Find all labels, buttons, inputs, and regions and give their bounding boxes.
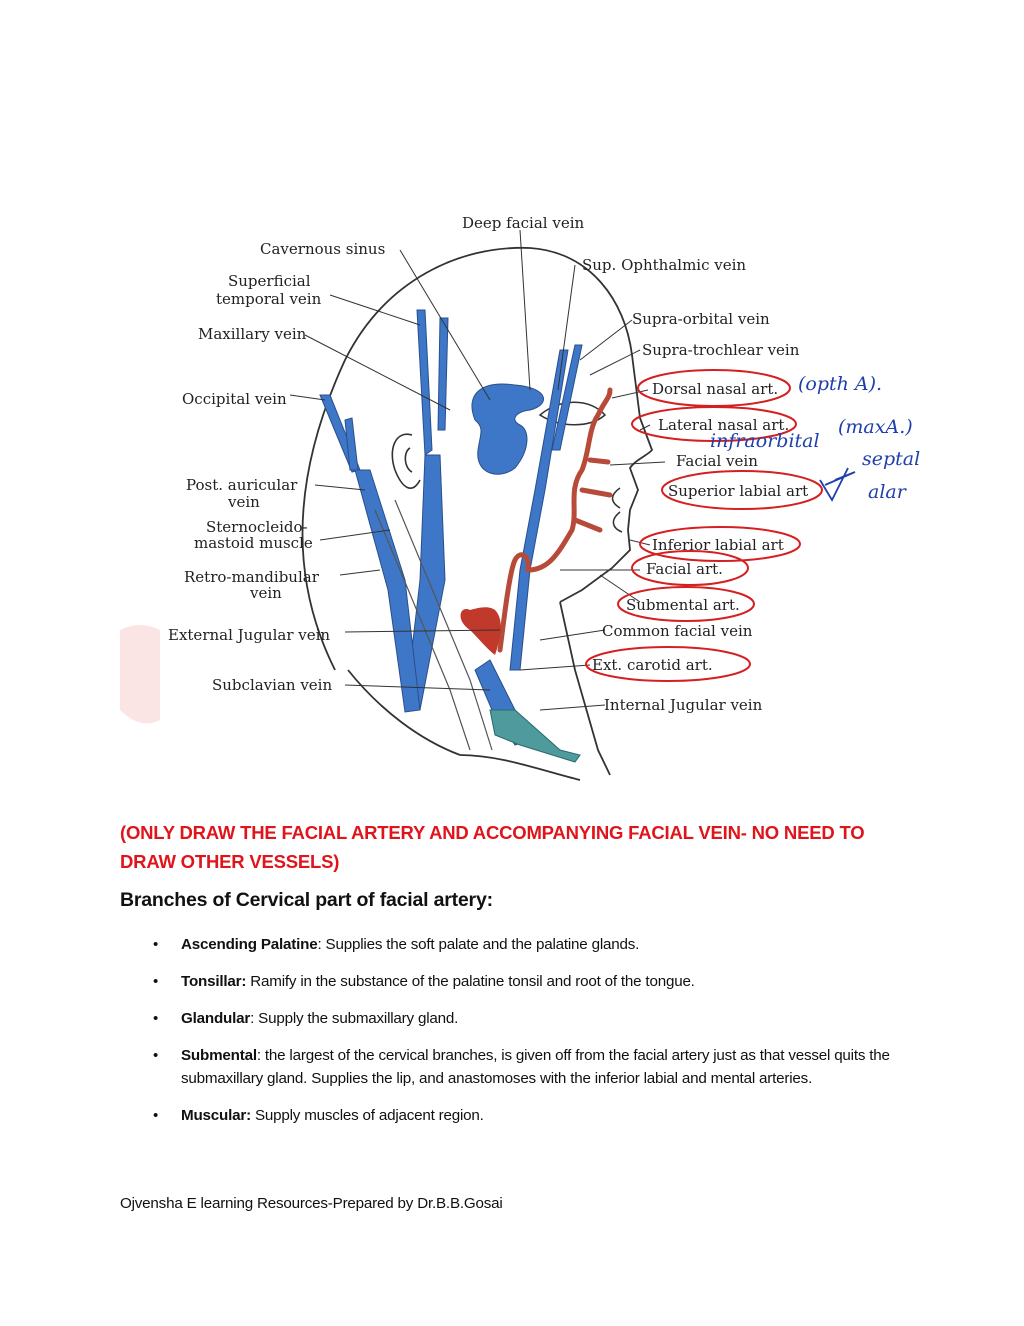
heart-artery-shape [460, 607, 501, 655]
branch-term: Tonsillar: [181, 973, 247, 990]
bullet-icon: • [153, 1107, 159, 1124]
label-facial-art: Facial art. [646, 560, 723, 578]
arteries [497, 387, 613, 653]
branch-separator: : [317, 936, 322, 953]
sternocleidomastoid-band [374, 499, 493, 751]
label-external-jugular-vein: External Jugular vein [168, 626, 330, 644]
branch-term: Ascending Palatine [181, 936, 318, 953]
label-supra-trochlear-vein: Supra-trochlear vein [642, 341, 800, 359]
label-occipital-vein: Occipital vein [182, 390, 287, 408]
page-footer: Ojvensha E learning Resources-Prepared b… [120, 1195, 503, 1212]
label-inferior-labial-art: Inferior labial art [652, 536, 784, 554]
circle-ext-carotid [585, 646, 751, 682]
circle-facial-art [631, 550, 749, 586]
label-supra-orbital-vein: Supra-orbital vein [632, 310, 770, 328]
leader-lines [289, 229, 666, 711]
label-common-facial-vein: Common facial vein [602, 622, 753, 640]
label-deep-facial-vein: Deep facial vein [462, 214, 585, 232]
branch-text: Supplies the soft palate and the palatin… [321, 936, 640, 953]
bracket-mark [819, 467, 856, 502]
label-superficial-temporal-1: Superficial [228, 272, 311, 290]
printed-labels: Deep facial vein Cavernous sinus Sup. Op… [168, 214, 808, 714]
subclavian-region [489, 709, 581, 763]
circle-lateral-nasal [631, 406, 797, 442]
note-septal: septal [862, 448, 920, 470]
label-superficial-temporal-2: temporal vein [216, 290, 322, 308]
branch-text: the largest of the cervical branches, is… [181, 1047, 890, 1087]
branch-list: • Ascending Palatine: Supplies the soft p… [120, 933, 900, 1141]
label-cavernous-sinus: Cavernous sinus [260, 240, 385, 258]
annotation-circles [585, 369, 823, 682]
lips [611, 487, 623, 533]
label-retro-mandibular-2: vein [249, 584, 282, 602]
bullet-icon: • [153, 973, 159, 990]
branch-text: Ramify in the substance of the palatine … [246, 973, 695, 990]
background-shape [120, 625, 160, 724]
list-item: • Muscular: Supply muscles of adjacent re… [120, 1104, 900, 1127]
circle-submental-art [617, 586, 755, 622]
branch-separator: : [250, 1010, 255, 1027]
head-outline [301, 246, 654, 781]
label-retro-mandibular-1: Retro-mandibular [184, 568, 320, 586]
label-sup-ophthalmic-vein: Sup. Ophthalmic vein [582, 256, 746, 274]
bullet-icon: • [153, 936, 159, 953]
label-dorsal-nasal-art: Dorsal nasal art. [652, 380, 778, 398]
list-item: • Submental: the largest of the cervical … [120, 1044, 900, 1090]
veins-of-face-diagram: Deep facial vein Cavernous sinus Sup. Op… [120, 150, 1000, 800]
list-item: • Tonsillar: Ramify in the substance of t… [120, 970, 900, 993]
note-opth-a: (opth A). [798, 373, 882, 395]
diagram-svg: Deep facial vein Cavernous sinus Sup. Op… [120, 214, 920, 781]
note-infraorbital: infraorbital [710, 430, 820, 452]
branch-term: Muscular: [181, 1107, 251, 1124]
list-item: • Glandular: Supply the submaxillary glan… [120, 1007, 900, 1030]
bullet-icon: • [153, 1047, 159, 1064]
veins [319, 309, 583, 746]
circle-superior-labial [661, 470, 823, 510]
drawing-instruction: (ONLY DRAW THE FACIAL ARTERY AND ACCOMPA… [120, 822, 865, 872]
label-sternocleido-2: mastoid muscle [194, 534, 313, 552]
label-ext-carotid-art: Ext. carotid art. [592, 656, 713, 674]
label-internal-jugular-vein: Internal Jugular vein [604, 696, 763, 714]
section-heading: Branches of Cervical part of facial arte… [120, 889, 493, 911]
note-alar: alar [868, 481, 908, 503]
branch-text: Supply muscles of adjacent region. [250, 1107, 484, 1124]
label-lateral-nasal-art: Lateral nasal art. [658, 416, 789, 434]
branch-separator: : [256, 1047, 261, 1064]
branch-term: Submental [181, 1047, 257, 1064]
bullet-icon: • [153, 1010, 159, 1027]
label-facial-vein: Facial vein [676, 452, 758, 470]
circle-inferior-labial [639, 526, 801, 562]
branch-text: Supply the submaxillary gland. [254, 1010, 459, 1027]
list-item: • Ascending Palatine: Supplies the soft p… [120, 933, 900, 956]
label-subclavian-vein: Subclavian vein [212, 676, 332, 694]
label-submental-art: Submental art. [626, 596, 740, 614]
note-max-a: (maxA.) [838, 416, 913, 438]
label-superior-labial-art: Superior labial art [668, 482, 808, 500]
label-maxillary-vein: Maxillary vein [198, 325, 307, 343]
branch-term: Glandular [181, 1010, 251, 1027]
label-sternocleido-1: Sternocleido- [206, 518, 308, 536]
label-post-auricular-1: Post. auricular [186, 476, 298, 494]
label-post-auricular-2: vein [227, 493, 260, 511]
ear [391, 433, 421, 489]
handwritten-notes: (opth A). infraorbital (maxA.) septal al… [710, 373, 920, 503]
